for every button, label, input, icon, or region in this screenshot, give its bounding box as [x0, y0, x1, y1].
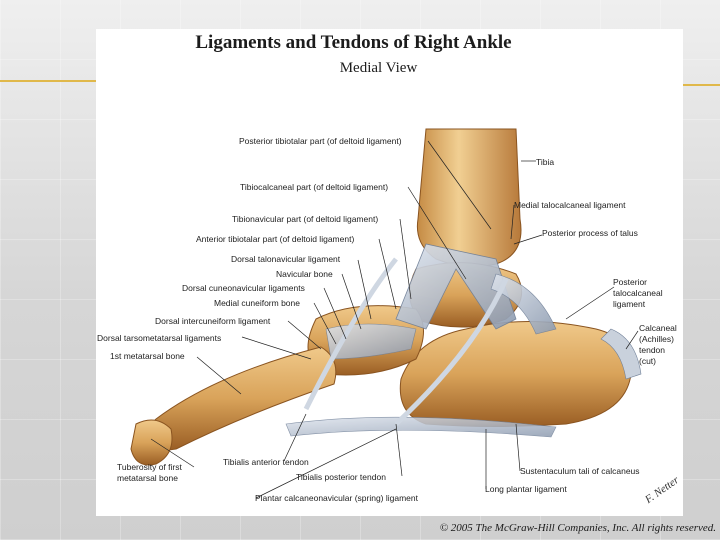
label-dorsal-talonavicular: Dorsal talonavicular ligament [231, 254, 341, 264]
leader-lines [150, 140, 639, 499]
copyright-notice: © 2005 The McGraw-Hill Companies, Inc. A… [439, 522, 716, 534]
label-tuberosity-first-metatarsal: Tuberosity of first metatarsal bone [117, 462, 182, 483]
label-posterior-talocalcaneal: Posterior talocalcaneal ligament [613, 277, 663, 309]
label-plantar-calcaneonavicular: Plantar calcaneonavicular (spring) ligam… [255, 493, 418, 503]
ankle-illustration [130, 128, 642, 499]
label-long-plantar: Long plantar ligament [485, 484, 567, 494]
label-calcaneal-tendon: Calcaneal (Achilles) tendon (cut) [639, 323, 677, 366]
label-posterior-tibiotalar: Posterior tibiotalar part (of deltoid li… [239, 136, 402, 146]
achilles-tendon [600, 328, 642, 380]
anatomy-figure-panel: Ligaments and Tendons of Right Ankle Med… [96, 29, 683, 516]
figure-subtitle: Medial View [339, 60, 418, 76]
label-tibionavicular: Tibionavicular part (of deltoid ligament… [232, 214, 379, 224]
accent-line-right [683, 84, 720, 86]
tibialis-posterior-tendon [394, 278, 509, 426]
label-medial-cuneiform: Medial cuneiform bone [214, 298, 300, 308]
accent-line-left [0, 80, 96, 82]
plantar-ligaments [285, 416, 557, 438]
label-tibialis-anterior: Tibialis anterior tendon [223, 457, 309, 467]
figure-title: Ligaments and Tendons of Right Ankle [195, 32, 512, 53]
label-posterior-process-talus: Posterior process of talus [542, 228, 638, 238]
label-tibialis-posterior: Tibialis posterior tendon [296, 472, 386, 482]
deltoid-ligament [395, 243, 517, 330]
label-dorsal-intercuneiform: Dorsal intercuneiform ligament [155, 316, 271, 326]
toe-bone [130, 419, 173, 466]
label-medial-talocalcaneal: Medial talocalcaneal ligament [514, 200, 626, 210]
label-dorsal-cuneonavicular: Dorsal cuneonavicular ligaments [182, 283, 305, 293]
tibialis-anterior-tendon [303, 257, 398, 411]
label-tibiocalcaneal: Tibiocalcaneal part (of deltoid ligament… [240, 182, 389, 192]
label-dorsal-tarsometatarsal: Dorsal tarsometatarsal ligaments [97, 333, 222, 343]
label-first-metatarsal: 1st metatarsal bone [110, 351, 185, 361]
label-tibia: Tibia [536, 157, 555, 167]
label-navicular-bone: Navicular bone [276, 269, 333, 279]
label-sustentaculum-tali: Sustentaculum tali of calcaneus [520, 466, 640, 476]
label-anterior-tibiotalar: Anterior tibiotalar part (of deltoid lig… [196, 234, 355, 244]
medial-talocalcaneal-ligament [490, 273, 557, 335]
calcaneus-bone [399, 321, 633, 427]
